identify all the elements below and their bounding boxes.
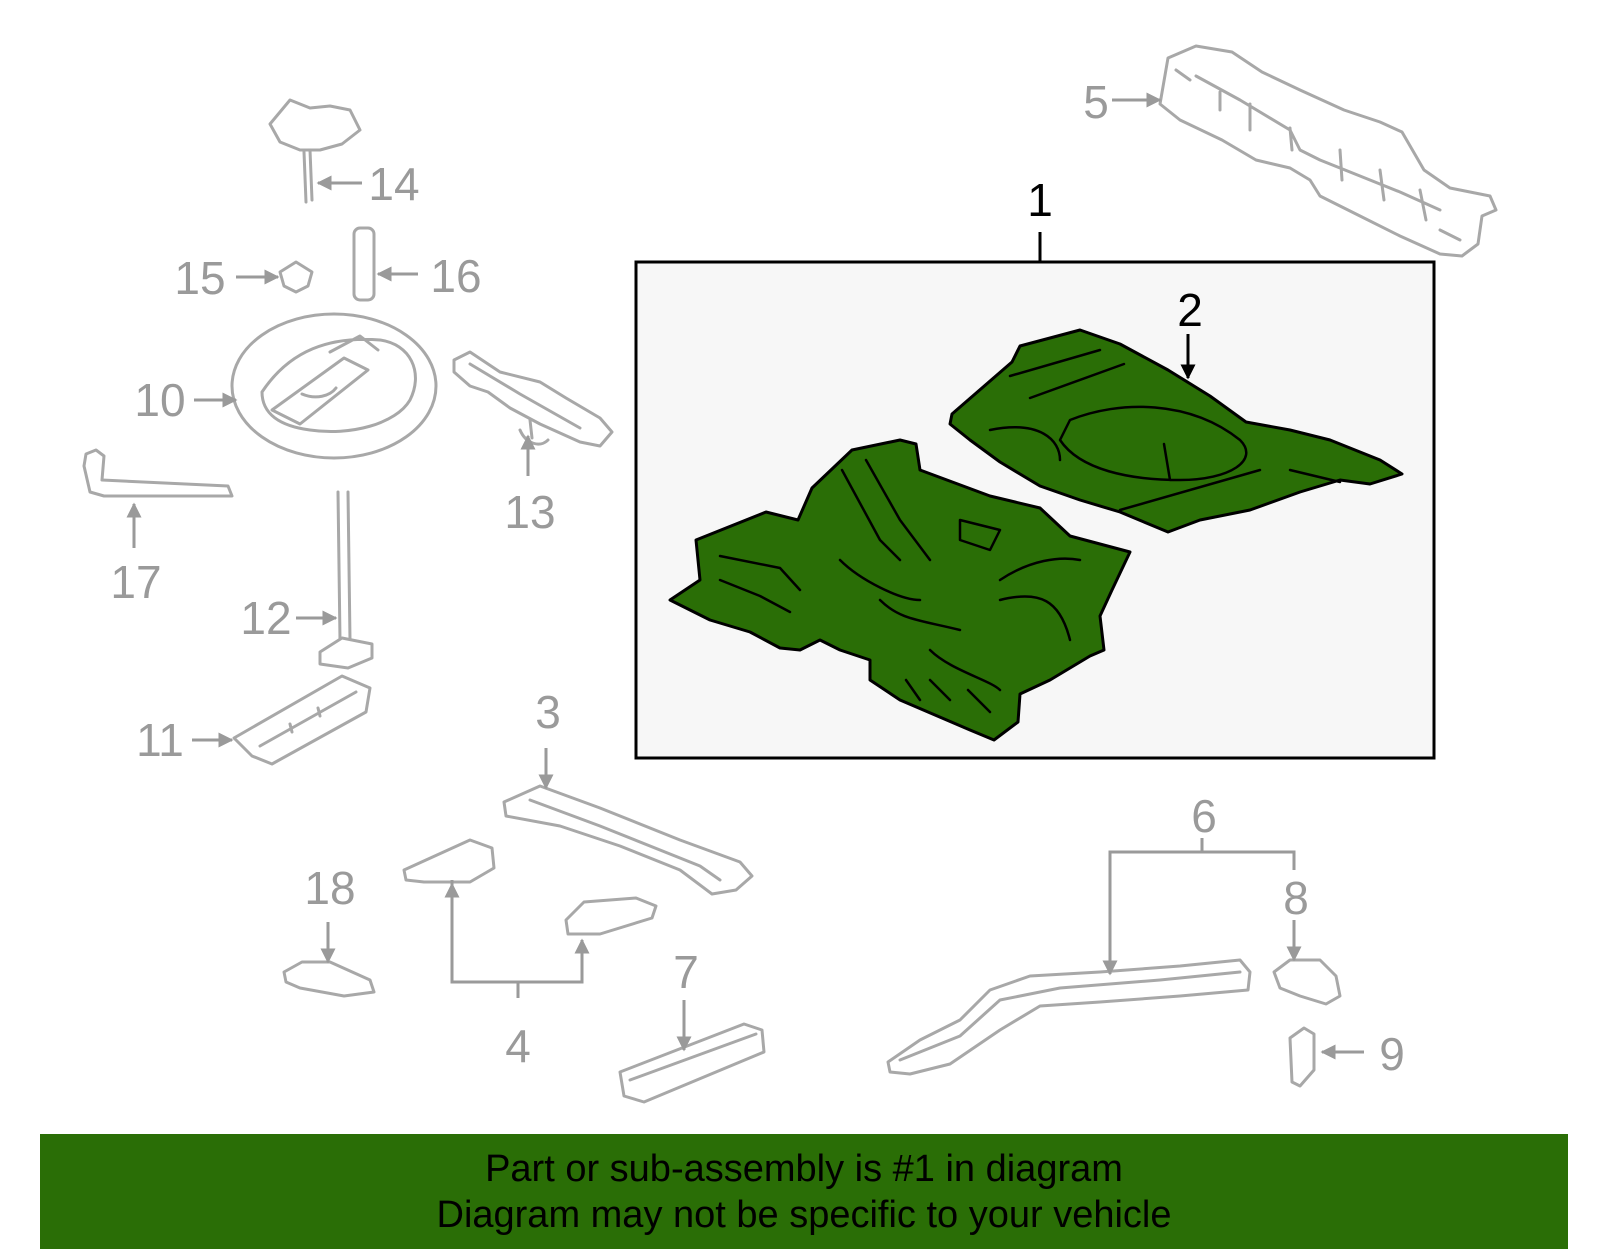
callout-7: 7 xyxy=(673,946,699,998)
callout-4: 4 xyxy=(505,1020,531,1072)
callout-3: 3 xyxy=(535,686,561,738)
callout-5: 5 xyxy=(1083,76,1109,128)
banner-background xyxy=(40,1134,1568,1249)
part-front-floor-pan xyxy=(668,438,1132,742)
callout-13: 13 xyxy=(504,486,555,538)
callout-12: 12 xyxy=(240,592,291,644)
part-10-spare-tray xyxy=(230,312,438,460)
part-12-hold-down-bolt xyxy=(318,490,374,670)
part-17-lug-wrench xyxy=(82,448,234,498)
part-3-crossmember xyxy=(502,784,754,896)
part-7-rail xyxy=(618,1022,766,1104)
callout-16: 16 xyxy=(430,250,481,302)
banner-line-1: Part or sub-assembly is #1 in diagram xyxy=(485,1147,1123,1190)
callout-18: 18 xyxy=(304,862,355,914)
callout-6: 6 xyxy=(1191,790,1217,842)
callout-10: 10 xyxy=(134,374,185,426)
part-11-bracket xyxy=(232,674,372,766)
callout-2: 2 xyxy=(1177,284,1203,336)
callout-4-leader xyxy=(450,880,584,984)
part-9-plate xyxy=(1288,1026,1316,1088)
callout-17: 17 xyxy=(110,556,161,608)
part-16-spacer xyxy=(352,226,376,302)
part-14-jack-bracket xyxy=(268,98,362,204)
part-4-brackets xyxy=(402,838,658,936)
callout-11: 11 xyxy=(136,714,184,766)
callout-15: 15 xyxy=(174,252,225,304)
callout-9: 9 xyxy=(1379,1028,1405,1080)
part-6-side-rail xyxy=(886,958,1252,1076)
callout-1: 1 xyxy=(1027,174,1053,226)
callout-14: 14 xyxy=(368,158,419,210)
part-5-rear-crossmember xyxy=(1158,44,1498,258)
part-15-wing-nut xyxy=(278,260,314,294)
callout-8: 8 xyxy=(1283,872,1309,924)
callout-6-leader xyxy=(1108,850,1296,974)
part-13-jack xyxy=(452,350,614,448)
banner-line-2: Diagram may not be specific to your vehi… xyxy=(436,1193,1172,1236)
info-banner: Part or sub-assembly is #1 in diagram Di… xyxy=(40,1134,1568,1249)
part-2-rear-floor-pan xyxy=(948,328,1404,534)
part-18-bracket xyxy=(282,960,376,998)
part-8-bracket xyxy=(1272,958,1342,1006)
